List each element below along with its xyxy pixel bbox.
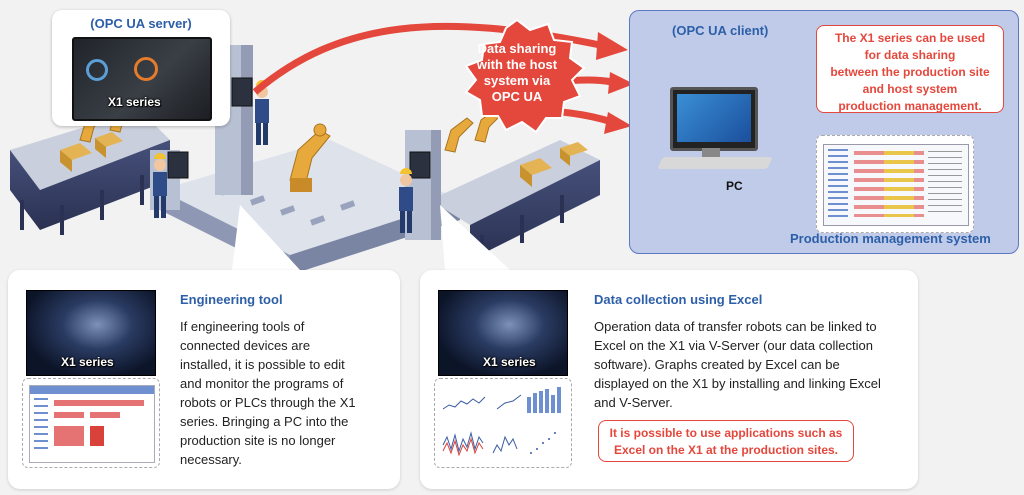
gauge-icon: [86, 59, 108, 81]
graph-thumbnails: [442, 387, 561, 457]
burst-line: with the host: [476, 57, 558, 72]
production-system-screenshot: [816, 135, 974, 233]
body-line: and V-Server.: [594, 395, 673, 410]
engineering-tool-card: X1 series Engineering tool If engineerin…: [8, 270, 400, 489]
server-label: (OPC UA server): [90, 16, 192, 31]
x1-device-image: X1 series: [26, 290, 156, 376]
burst-line: OPC UA: [491, 89, 543, 104]
excel-graphs-screenshot: [434, 378, 572, 468]
gauge-icon: [134, 57, 158, 81]
engineering-screenshot: [22, 378, 160, 468]
body-line: software). Graphs created by Excel can b…: [594, 357, 840, 372]
device-label: X1 series: [483, 355, 536, 369]
x1-device-image: X1 series: [72, 37, 212, 121]
pc-monitor-icon: [670, 87, 758, 151]
data-sharing-burst: [464, 18, 586, 134]
callout-line: for data sharing: [864, 48, 956, 62]
client-label: (OPC UA client): [672, 23, 769, 38]
body-line: displayed on the X1 by installing and li…: [594, 376, 881, 391]
body-line: necessary.: [180, 452, 242, 467]
body-line: Operation data of transfer robots can be…: [594, 319, 877, 334]
excel-card: X1 series Data collection using Excel Op…: [420, 270, 918, 489]
opc-ua-server-box: (OPC UA server) X1 series: [52, 10, 230, 126]
callout-line: and host system: [862, 82, 958, 96]
burst-line: system via: [483, 73, 551, 88]
callout-line: It is possible to use applications such …: [609, 426, 843, 440]
callout-line: between the production site: [830, 65, 990, 79]
system-label: Production management system: [790, 231, 991, 246]
hmi-panel-icon: [167, 77, 431, 179]
conveyor-icon: [10, 110, 170, 235]
callout-line: Excel on the X1 at the production sites.: [613, 443, 839, 457]
body-line: installed, it is possible to edit: [180, 357, 345, 372]
worker-icon: [153, 80, 413, 233]
burst-text: Data sharing with the host system via OP…: [470, 41, 564, 105]
keyboard-icon: [657, 157, 773, 169]
body-line: connected devices are: [180, 338, 311, 353]
x1-device-image: X1 series: [438, 290, 568, 376]
pc-stand-icon: [702, 148, 720, 158]
excel-callout: It is possible to use applications such …: [598, 420, 854, 462]
device-label: X1 series: [108, 95, 161, 109]
body-line: production site is no longer: [180, 433, 336, 448]
excel-title: Data collection using Excel: [594, 292, 763, 307]
body-line: and monitor the programs of: [180, 376, 344, 391]
excel-body: Operation data of transfer robots can be…: [594, 317, 910, 412]
body-line: series. Bringing a PC into the: [180, 414, 349, 429]
body-line: robots or PLCs through the X1: [180, 395, 356, 410]
pc-label: PC: [726, 179, 743, 193]
client-callout: The X1 series can be used for data shari…: [816, 25, 1004, 113]
body-line: If engineering tools of: [180, 319, 305, 334]
body-line: Excel on the X1 via V-Server (our data c…: [594, 338, 873, 353]
device-label: X1 series: [61, 355, 114, 369]
engineering-body: If engineering tools of connected device…: [180, 317, 390, 469]
burst-line: Data sharing: [477, 41, 557, 56]
opc-ua-client-box: (OPC UA client) PC The X1 series can be …: [629, 10, 1019, 254]
engineering-title: Engineering tool: [180, 292, 283, 307]
callout-line: The X1 series can be used: [834, 31, 986, 45]
callout-line: production management.: [838, 99, 982, 113]
